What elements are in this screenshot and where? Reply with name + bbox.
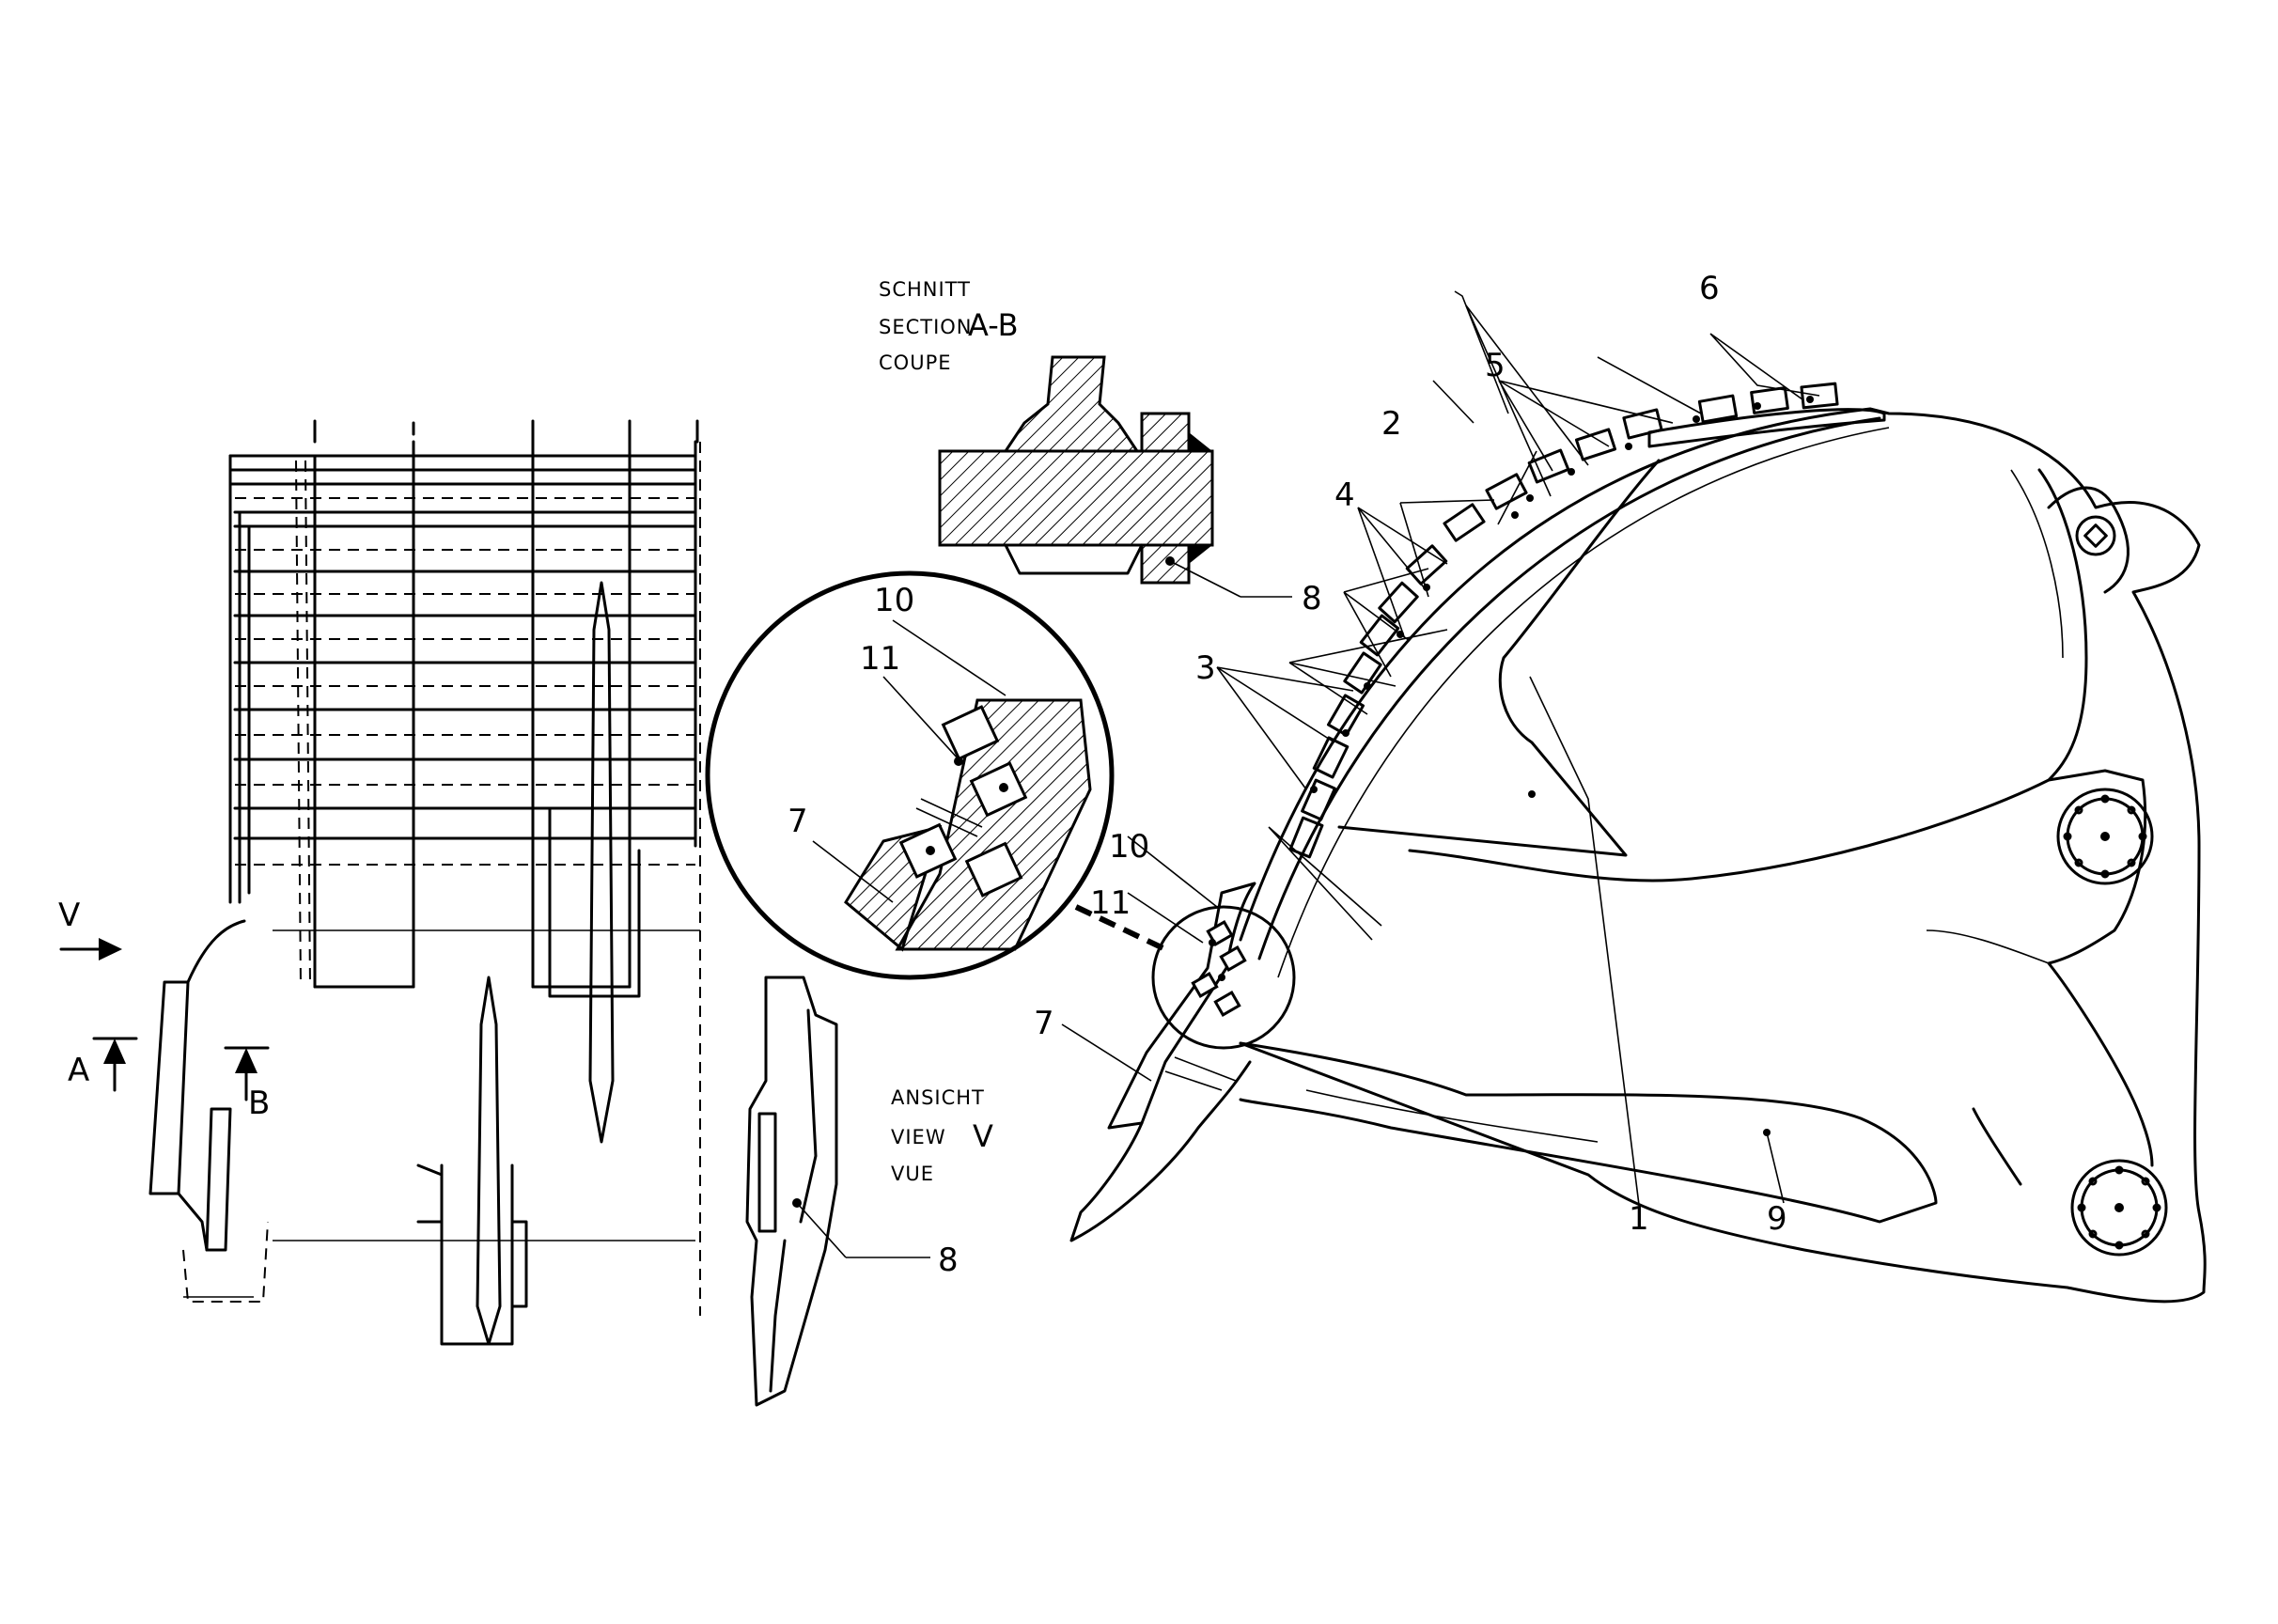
section-caption-line1: SCHNITT xyxy=(879,278,971,301)
callout-7-detail: 7 xyxy=(788,803,808,840)
view-caption-v: V xyxy=(973,1118,993,1154)
view-caption-line1: ANSICHT xyxy=(891,1086,985,1109)
front-view xyxy=(59,419,701,1346)
callout-10-main: 10 xyxy=(1109,828,1149,866)
callout-8-section: 8 xyxy=(1302,580,1322,617)
callout-4: 4 xyxy=(1334,476,1355,514)
section-marker-a: A xyxy=(68,1052,89,1089)
detail-circle xyxy=(705,570,1167,980)
section-caption-line2: SECTION xyxy=(879,316,973,338)
callout-5: 5 xyxy=(1485,347,1506,384)
top-lug xyxy=(2047,486,2130,594)
section-ab-view xyxy=(938,355,1292,598)
section-arrow-b xyxy=(224,1046,270,1101)
callout-1: 1 xyxy=(1629,1200,1649,1238)
callout-11-main: 11 xyxy=(1090,884,1131,922)
view-v-tooth xyxy=(745,976,930,1407)
rim-teeth xyxy=(1288,382,1839,859)
section-arrow-a xyxy=(92,1037,138,1092)
bucket-side-view xyxy=(1061,290,2207,1304)
callout-10-detail: 10 xyxy=(874,582,914,619)
section-caption-ab: A-B xyxy=(968,307,1019,343)
callout-9: 9 xyxy=(1767,1200,1787,1238)
callout-6: 6 xyxy=(1699,270,1720,307)
callout-7-main: 7 xyxy=(1034,1005,1054,1042)
view-caption-line3: VUE xyxy=(891,1163,934,1185)
callout-2: 2 xyxy=(1381,405,1402,443)
lower-pin xyxy=(2070,1159,2168,1257)
upper-pin xyxy=(2056,788,2154,885)
callout-8-view: 8 xyxy=(938,1241,959,1279)
view-v-caption: ANSICHT VIEW V VUE xyxy=(891,1086,993,1185)
section-caption-line3: COUPE xyxy=(879,351,952,374)
view-marker-v: V xyxy=(58,897,80,934)
view-arrow-v xyxy=(59,938,122,960)
section-ab-caption: SCHNITT SECTION A-B COUPE xyxy=(879,278,1019,374)
view-caption-line2: VIEW xyxy=(891,1126,946,1148)
callout-11-detail: 11 xyxy=(860,640,900,678)
callout-3: 3 xyxy=(1195,649,1216,687)
section-marker-b: B xyxy=(248,1085,270,1122)
